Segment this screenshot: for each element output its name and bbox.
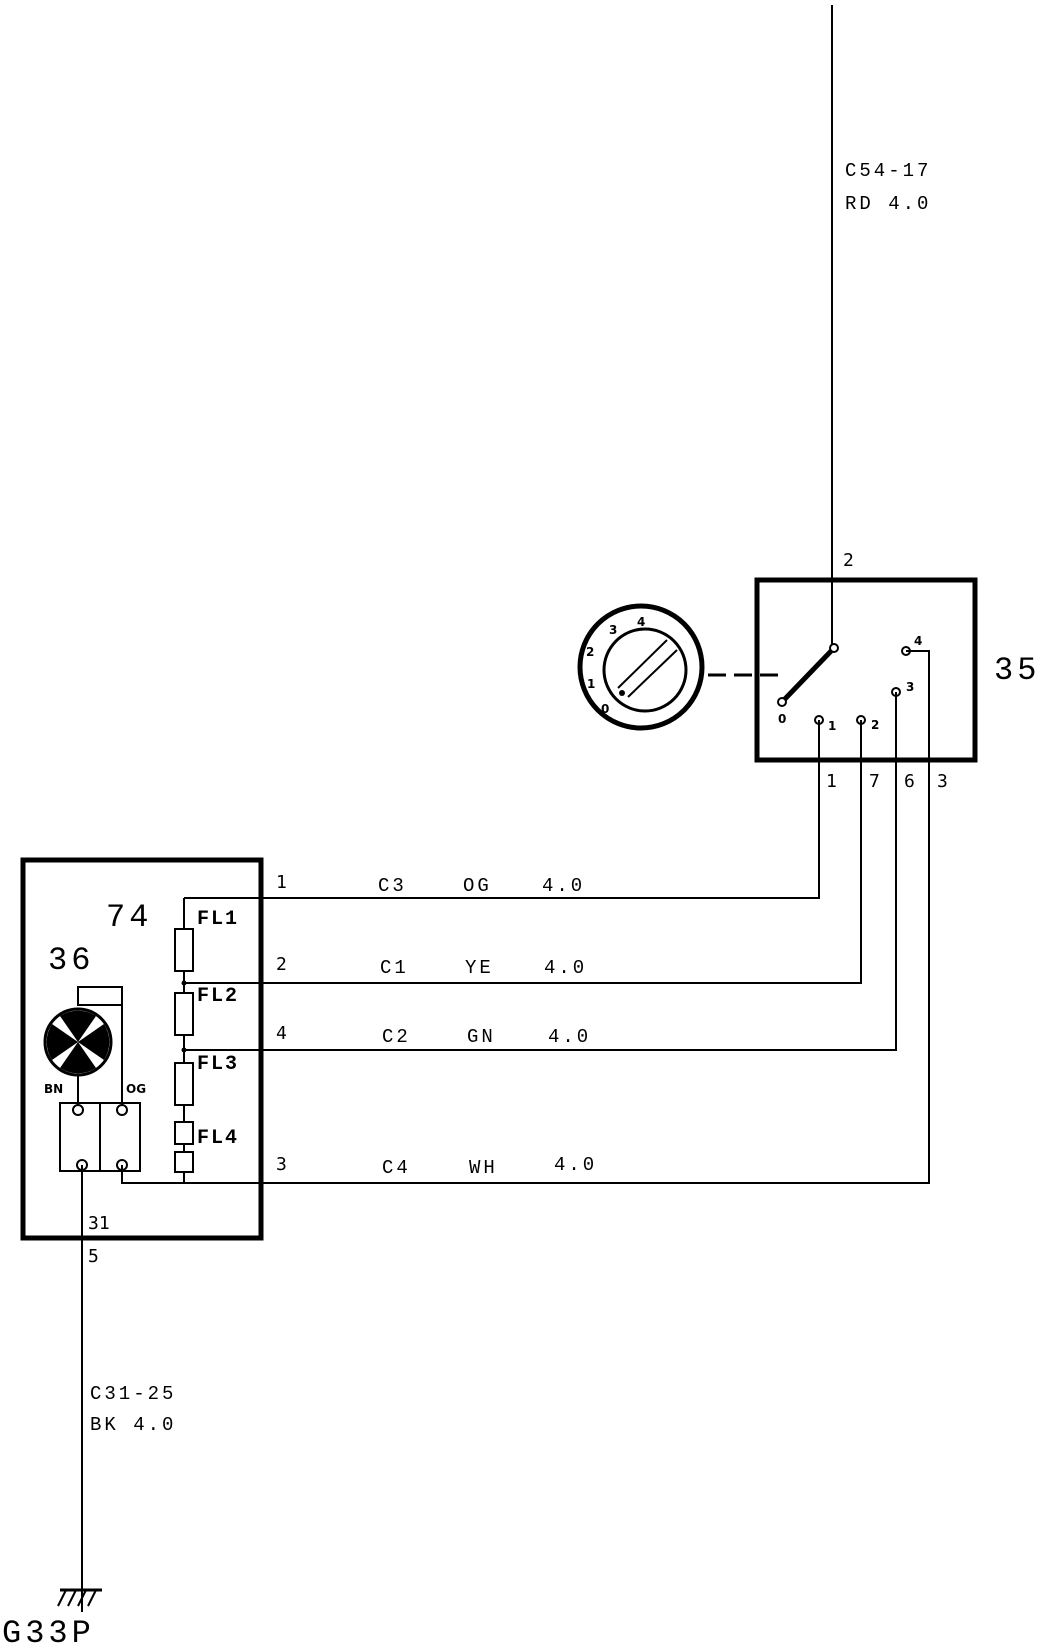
contact-1-label: 1 [828, 719, 836, 733]
switch-housing [754, 577, 978, 763]
knob-pos-4: 4 [637, 615, 645, 629]
fl4-label: FL4 [197, 1127, 239, 1150]
switch-label: 35 [994, 652, 1040, 689]
feed-wire-spec: RD 4.0 [845, 193, 931, 215]
switch-arm [780, 646, 836, 704]
wire-ye [184, 720, 862, 984]
wire-og-connector: C3 [378, 875, 407, 897]
motor-terminal-og [116, 1104, 128, 1116]
ground-wire-pin: 5 [88, 1246, 99, 1267]
fan-unit: 74 36 BN OG FL1 FL2 FL3 FL4 [20, 857, 264, 1241]
wire-ye-connector: C1 [380, 957, 409, 979]
switch-input-pin: 2 [843, 550, 854, 571]
fl1-label: FL1 [197, 908, 239, 931]
wire-og-size: 4.0 [542, 875, 585, 897]
wire-ye-color: YE [465, 957, 494, 979]
wire-og-pin: 1 [276, 872, 287, 893]
wire-wh-connector: C4 [382, 1157, 411, 1179]
knob-pos-1: 1 [587, 677, 595, 691]
knob-pointer-b [627, 649, 678, 698]
knob-pointer-tip [619, 690, 625, 696]
knob-pos-0: 0 [601, 702, 609, 716]
ground-icon [57, 1588, 102, 1607]
wire-wh-color: WH [469, 1157, 498, 1179]
wire-gn-size: 4.0 [548, 1026, 591, 1048]
fan-blades-icon [46, 1010, 110, 1074]
switch-knob: 0 1 2 3 4 [577, 603, 705, 731]
switch-pin-6: 6 [904, 771, 915, 792]
motor-wire-og: OG [126, 1082, 146, 1096]
motor-wire-loop [77, 986, 123, 1006]
harness: 1 C3 OG 4.0 2 C1 YE 4.0 4 C2 GN 4.0 3 C4… [121, 650, 930, 1184]
wire-wh [121, 650, 930, 1184]
wire-og-color: OG [463, 875, 492, 897]
resistor-fl4b [174, 1151, 194, 1173]
resistor-fl4a [174, 1121, 194, 1145]
contact-4-label: 4 [914, 634, 922, 648]
resistor-fl1 [174, 928, 194, 972]
ground-pin-label: 31 [88, 1213, 110, 1234]
knob-pos-3: 3 [609, 623, 617, 637]
wire-og [261, 720, 820, 899]
wire-gn [184, 692, 897, 1051]
ground-wire-spec: BK 4.0 [90, 1414, 176, 1436]
motor-label: 36 [48, 942, 94, 979]
motor-wire-bn: BN [44, 1082, 63, 1096]
contact-3-label: 3 [906, 680, 914, 694]
wire-wh-pin: 3 [276, 1154, 287, 1175]
fl3-label: FL3 [197, 1053, 239, 1076]
resistor-fl2 [174, 992, 194, 1036]
switch-pin-1: 1 [826, 771, 837, 792]
knob-pos-2: 2 [586, 645, 594, 659]
resistor-pack-label: 74 [106, 899, 152, 936]
motor-terminal-bn [72, 1104, 84, 1116]
wire-ye-size: 4.0 [544, 957, 587, 979]
wire-gn-pin: 4 [276, 1023, 287, 1044]
switch-pivot [829, 643, 839, 653]
contact-0-label: 0 [778, 712, 786, 726]
rotary-switch: 35 0 1 2 3 4 1 7 6 3 [708, 577, 1040, 792]
wire-wh-size: 4.0 [554, 1154, 597, 1176]
knob-pointer-a [617, 639, 668, 689]
wire-gn-color: GN [467, 1026, 496, 1048]
resistor-fl3 [174, 1062, 194, 1106]
contact-0 [777, 697, 787, 707]
feed-wire-connector: C54-17 [845, 160, 931, 182]
switch-pin-3: 3 [937, 771, 948, 792]
fl2-label: FL2 [197, 985, 239, 1008]
feed-wire: C54-17 RD 4.0 2 [831, 5, 931, 644]
ground-point-label: G33P [2, 1615, 95, 1648]
ground-wire-connector: C31-25 [90, 1383, 176, 1405]
wire-gn-connector: C2 [382, 1026, 411, 1048]
switch-pin-7: 7 [869, 771, 880, 792]
ground-wire: 5 C31-25 BK 4.0 G33P [2, 1165, 176, 1648]
knob-dial [602, 627, 688, 713]
wire-ye-pin: 2 [276, 954, 287, 975]
knob-outer-ring [577, 603, 705, 731]
contact-2-label: 2 [871, 718, 879, 732]
